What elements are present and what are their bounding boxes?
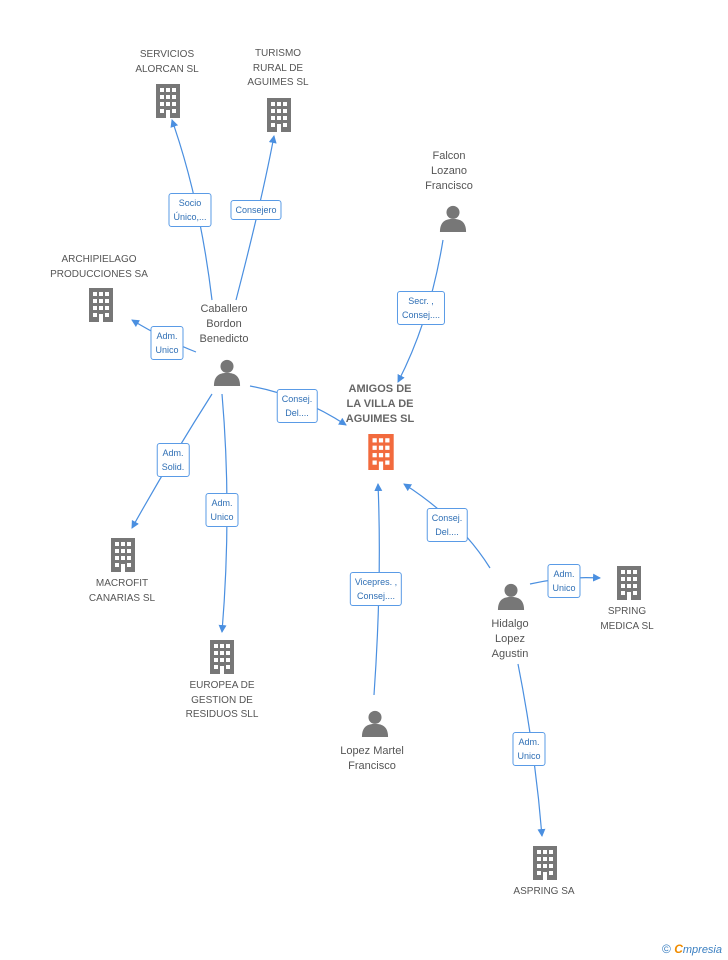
copyright-symbol: © bbox=[662, 942, 671, 956]
building-icon-amigos[interactable] bbox=[368, 434, 394, 470]
person-icon-hidalgo[interactable] bbox=[497, 583, 525, 610]
node-label-archipielago[interactable]: ARCHIPIELAGO PRODUCCIONES SA bbox=[50, 254, 148, 280]
brand-logo-letter: C bbox=[674, 942, 683, 956]
building-icon-spring[interactable] bbox=[617, 566, 641, 600]
edge-label-consej-del-caballero[interactable]: Consej. Del.... bbox=[276, 389, 318, 423]
edge-label-secr[interactable]: Secr. , Consej.... bbox=[396, 291, 446, 325]
person-icon-falcon[interactable] bbox=[439, 205, 467, 232]
building-icon-servicios[interactable] bbox=[156, 84, 180, 118]
node-label-servicios[interactable]: SERVICIOS ALORCAN SL bbox=[135, 49, 199, 75]
node-label-europea[interactable]: EUROPEA DE GESTION DE RESIDUOS SLL bbox=[185, 680, 259, 720]
node-label-lopez[interactable]: Lopez Martel Francisco bbox=[340, 745, 404, 772]
node-label-amigos[interactable]: AMIGOS DE LA VILLA DE AGUIMES SL bbox=[345, 383, 415, 425]
edge-label-socio[interactable]: Socio Único,... bbox=[168, 193, 212, 227]
building-icon-archipielago[interactable] bbox=[89, 288, 113, 322]
node-label-macrofit[interactable]: MACROFIT CANARIAS SL bbox=[88, 578, 156, 604]
node-label-spring[interactable]: SPRING MEDICA SL bbox=[600, 606, 654, 632]
node-label-aspring[interactable]: ASPRING SA bbox=[513, 886, 575, 897]
edge-label-adm-unico-europea[interactable]: Adm. Unico bbox=[205, 493, 239, 527]
node-label-turismo[interactable]: TURISMO RURAL DE AGUIMES SL bbox=[247, 48, 309, 88]
person-icon-lopez[interactable] bbox=[361, 710, 389, 737]
building-icon-europea[interactable] bbox=[210, 640, 234, 674]
footer-branding: © Cmpresia bbox=[662, 942, 722, 956]
edge-label-adm-unico-archipielago[interactable]: Adm. Unico bbox=[150, 326, 184, 360]
edge-label-consejero[interactable]: Consejero bbox=[230, 200, 282, 220]
building-icon-macrofit[interactable] bbox=[111, 538, 135, 572]
edge-label-consej-del-hidalgo[interactable]: Consej. Del.... bbox=[426, 508, 468, 542]
edge-label-adm-unico-spring[interactable]: Adm. Unico bbox=[547, 564, 581, 598]
node-label-caballero[interactable]: Caballero Bordon Benedicto bbox=[199, 303, 249, 345]
brand-name: mpresia bbox=[682, 944, 722, 956]
edge-label-adm-solid[interactable]: Adm. Solid. bbox=[156, 443, 190, 477]
person-icon-caballero[interactable] bbox=[213, 359, 241, 386]
edge-label-adm-unico-aspring[interactable]: Adm. Unico bbox=[512, 732, 546, 766]
edge-label-vicepres[interactable]: Vicepres. , Consej.... bbox=[349, 572, 403, 606]
building-icon-aspring[interactable] bbox=[533, 846, 557, 880]
node-label-hidalgo[interactable]: Hidalgo Lopez Agustin bbox=[491, 618, 529, 660]
building-icon-turismo[interactable] bbox=[267, 98, 291, 132]
node-label-falcon[interactable]: Falcon Lozano Francisco bbox=[425, 150, 473, 192]
